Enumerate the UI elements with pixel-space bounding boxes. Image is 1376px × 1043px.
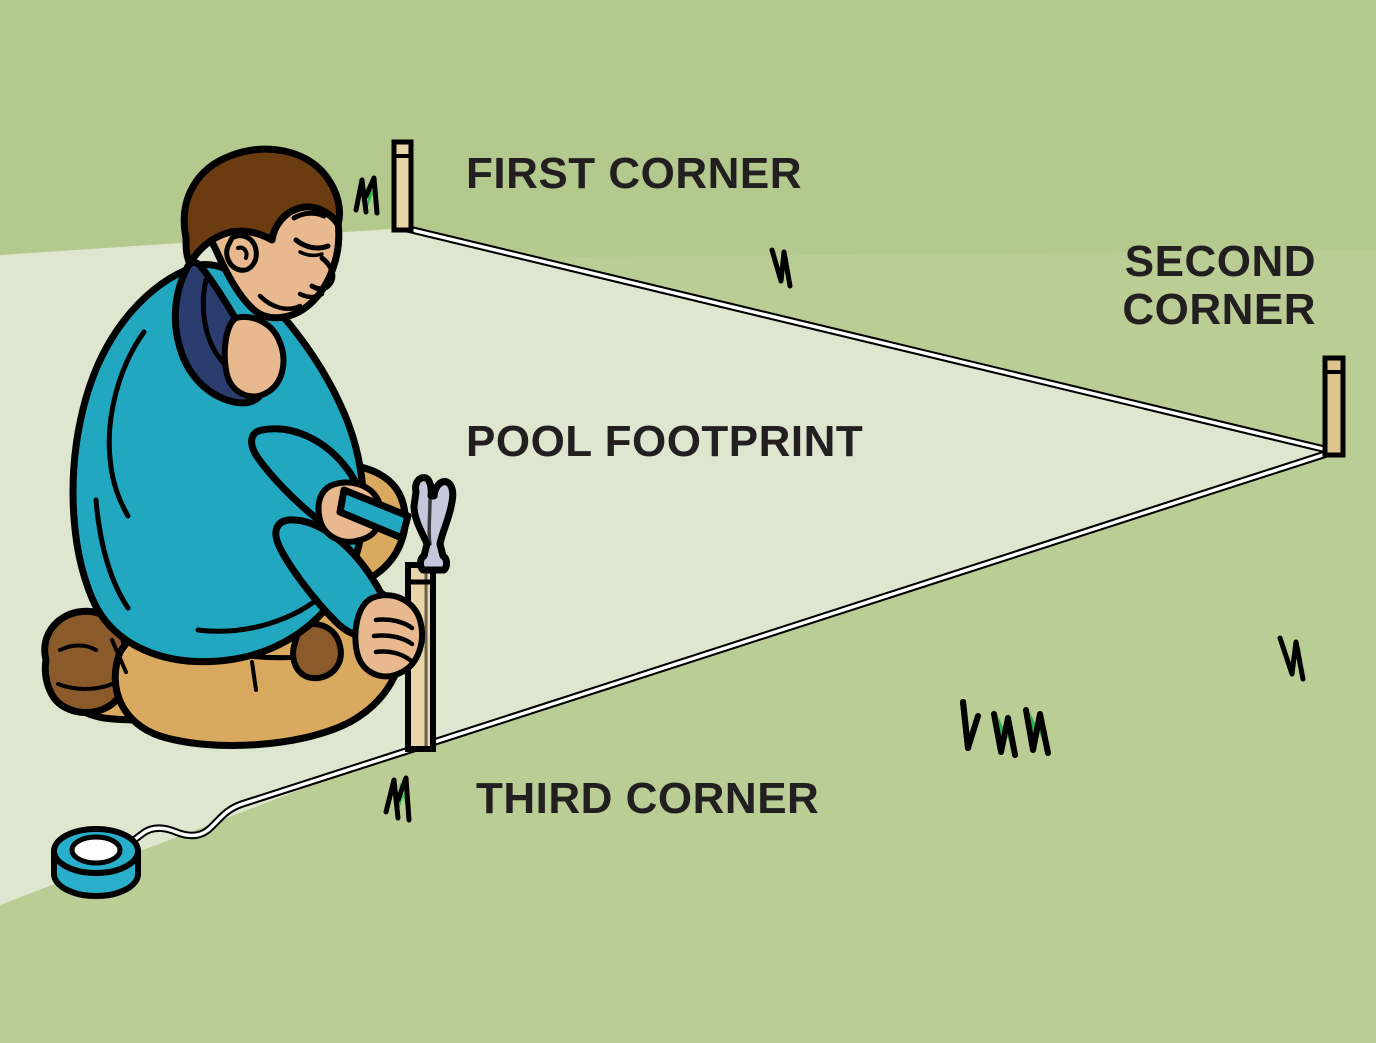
worker-ear-inner xyxy=(236,245,249,260)
worker-neck xyxy=(221,314,287,400)
worker-jawline xyxy=(257,293,303,311)
worker-ear xyxy=(224,233,259,273)
worker-mouth xyxy=(297,291,325,300)
grass-tuft-right xyxy=(1277,635,1306,682)
worker-eye-crease xyxy=(298,250,324,258)
worker-knee-shade xyxy=(290,621,344,682)
hammer-head xyxy=(410,474,457,574)
grass-tuft-cluster-c xyxy=(1023,707,1051,756)
worker-nose xyxy=(309,255,336,292)
label-second-corner: SECOND CORNER xyxy=(1122,237,1316,334)
grass-tuft-near-third-label xyxy=(383,775,412,823)
claw-hammer xyxy=(336,474,457,574)
worker-shoe-crease xyxy=(58,643,98,652)
grass-tuft-cluster-a xyxy=(960,699,981,751)
string-slack-to-spool xyxy=(122,743,423,850)
string-line-second-to-third xyxy=(415,448,1336,751)
worker-eye xyxy=(293,237,331,251)
first-corner-stake xyxy=(391,139,414,233)
worker-fingers-on-stake xyxy=(371,617,415,663)
far-lawn-band xyxy=(0,0,1376,262)
string-line-first-to-second xyxy=(400,224,1336,455)
grass-tuft-upper-mid xyxy=(769,247,793,289)
second-corner-stake xyxy=(1322,355,1346,458)
worker-sweater-crease-shoulder xyxy=(106,329,147,519)
kneeling-worker xyxy=(41,145,425,749)
hammer-head-highlight xyxy=(427,498,432,546)
label-first-corner: FIRST CORNER xyxy=(466,149,802,198)
worker-eyebrow xyxy=(291,210,327,221)
worker-sweater-crease-side xyxy=(93,497,131,611)
hammer-handle xyxy=(336,486,412,542)
label-pool-footprint: POOL FOOTPRINT xyxy=(466,417,864,466)
grass-tuft-group xyxy=(353,175,1306,823)
grass-tuft-cluster-b xyxy=(991,711,1018,758)
worker-hair xyxy=(180,145,343,268)
worker-pants-crease-2 xyxy=(110,638,128,674)
label-third-corner: THIRD CORNER xyxy=(476,774,820,823)
string-spool xyxy=(51,826,141,899)
grass-tuft-near-first-stake xyxy=(353,175,380,216)
